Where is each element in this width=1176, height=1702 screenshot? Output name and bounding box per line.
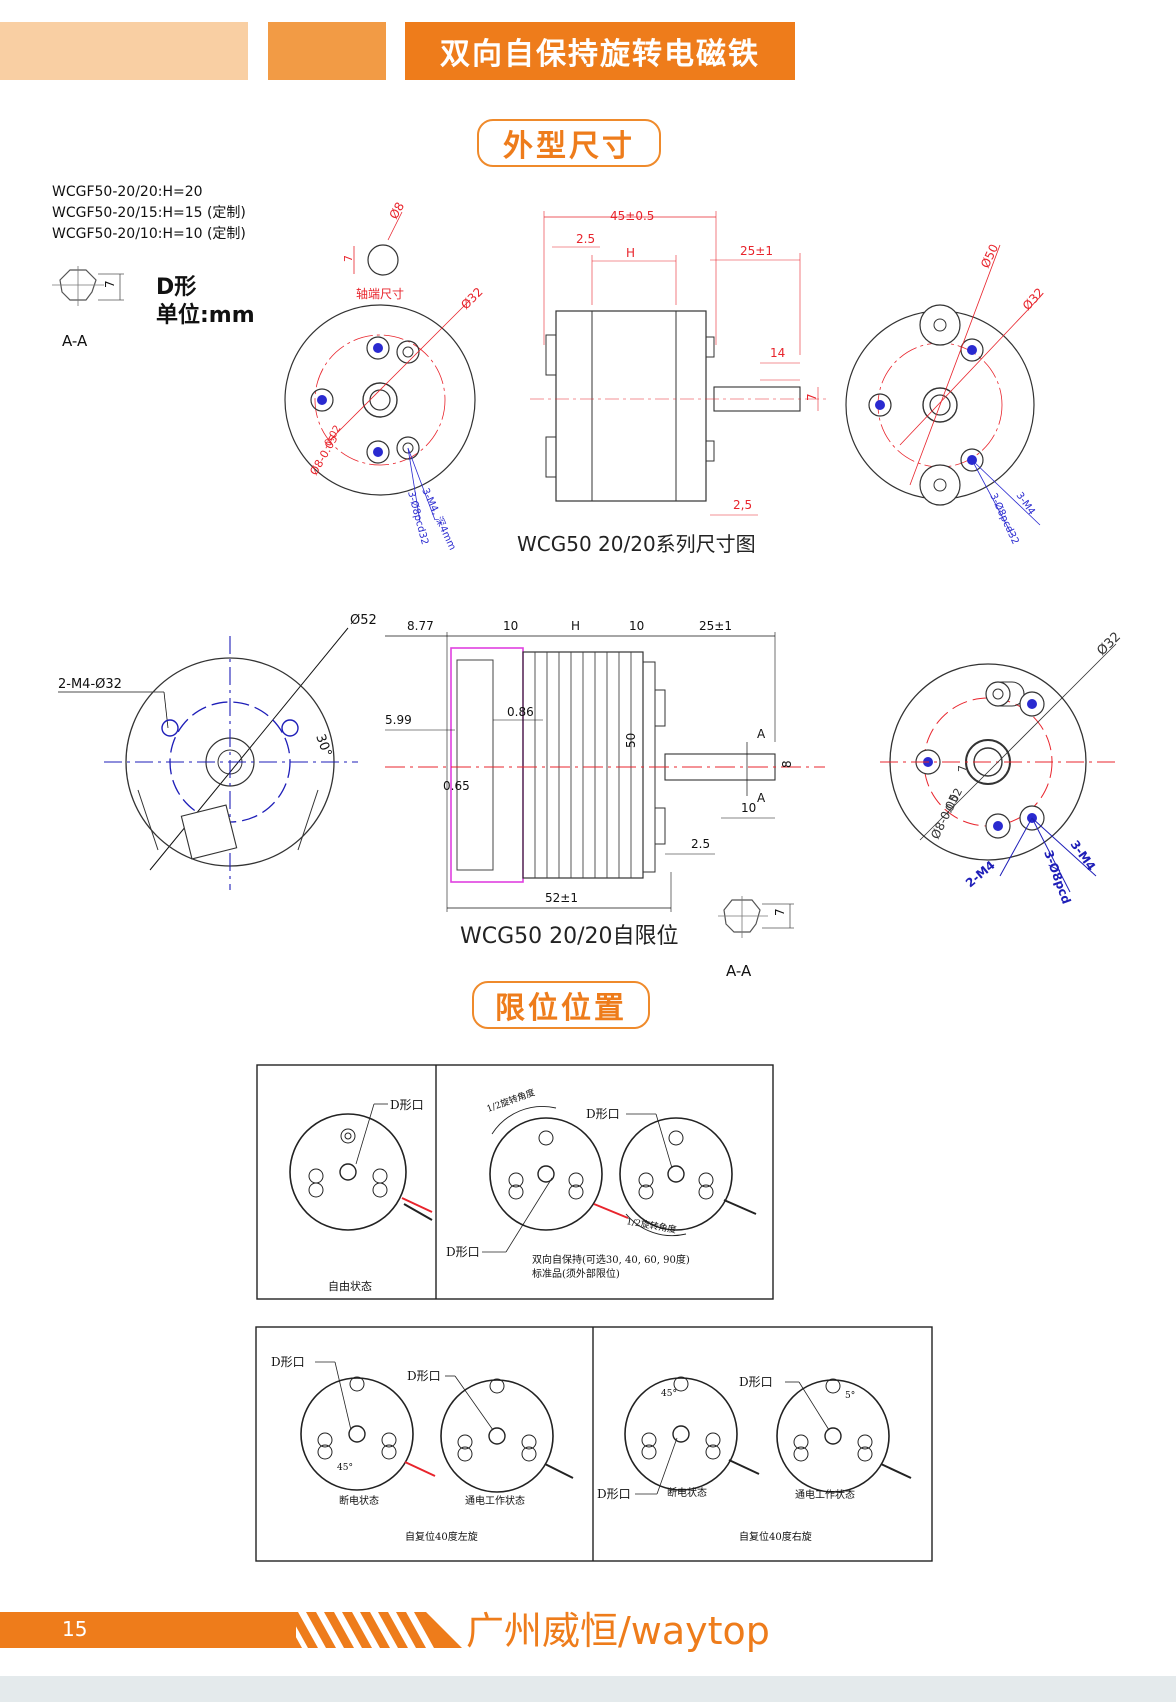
svg-text:A: A [757,791,766,805]
svg-text:2-M4: 2-M4 [963,858,998,890]
svg-text:3-M4: 3-M4 [1068,838,1099,874]
rotor-pair-self-hold: 1/2旋转角度 1/2旋转角度 D形口 D形口 双向自保持(可选30, 40, … [446,1086,757,1280]
d-shape-dim: 7 [103,280,117,288]
svg-text:45°: 45° [661,1389,677,1399]
svg-text:25±1: 25±1 [740,244,773,258]
svg-text:2.5: 2.5 [576,232,595,246]
svg-text:Ø32: Ø32 [1094,629,1124,658]
footer-stripes-decor [266,1612,462,1648]
section-title-limit: 限位位置 [472,981,650,1029]
section-aa-label: A-A [62,332,88,350]
svg-text:双向自保持(可选30, 40, 60, 90度): 双向自保持(可选30, 40, 60, 90度) [532,1253,690,1266]
svg-text:7: 7 [773,908,787,916]
svg-text:自由状态: 自由状态 [328,1279,372,1293]
svg-text:Ø50: Ø50 [978,242,1001,270]
page-number: 15 [62,1617,88,1641]
footer-bar [0,1612,296,1648]
d-shape-section-icon: 7 [52,266,124,306]
svg-text:D形口: D形口 [739,1375,773,1389]
model-item: WCGF50-20/20:H=20 [52,184,203,200]
svg-text:25±1: 25±1 [699,619,732,633]
rotor-left-rotate: 45° D形口 D形口 断电状态 通电工作状态 自复位40度左旋 [271,1355,574,1543]
svg-text:D形口: D形口 [390,1098,424,1112]
svg-text:Ø32: Ø32 [1020,285,1047,313]
limit-panel-top: D形口 自由状态 1/2旋转角度 1/2旋转角度 D形口 D形口 双向自保持(可… [256,1064,774,1300]
svg-text:3-M4: 3-M4 [1014,490,1037,517]
svg-text:2,5: 2,5 [733,498,752,512]
svg-text:标准品(须外部限位): 标准品(须外部限位) [532,1267,620,1280]
page-title: 双向自保持旋转电磁铁 [405,22,795,80]
svg-text:5°: 5° [845,1391,855,1401]
svg-text:3-Ø8pcd: 3-Ø8pcd [1041,848,1073,906]
svg-text:-0.02: -0.02 [321,424,343,452]
drawing1-back-view: Ø50 Ø32 3-Ø8pcd32 3-M4 [845,242,1047,546]
drawing2-side-view: 8.77 10 H 10 25±1 5.99 0.86 0.65 50 A A … [385,619,825,912]
svg-text:H: H [571,619,580,633]
drawing1-front-view: 7 Ø8 轴端尺寸 Ø32 Ø8-0.05 -0.02 3-M4, 深4mm 3… [284,200,486,552]
svg-text:30°: 30° [312,732,334,759]
svg-text:8: 8 [780,760,794,768]
svg-text:D形口: D形口 [407,1369,441,1383]
svg-text:断电状态: 断电状态 [339,1494,379,1507]
drawing2-back-view: Ø32 Ø8-0.05 -0.02 7 2-M4 3-Ø8pcd 3-M4 [880,629,1124,906]
svg-text:通电工作状态: 通电工作状态 [795,1488,855,1501]
svg-text:断电状态: 断电状态 [667,1486,707,1499]
svg-text:8.77: 8.77 [407,619,434,633]
drawing1-caption: WCG50 20/20系列尺寸图 [517,532,756,556]
d-shape-section-icon-2: 7 [718,896,794,938]
svg-text:2.5: 2.5 [691,837,710,851]
header-decor-bar-mid [268,22,386,80]
limit-panel-bottom: 45° D形口 D形口 断电状态 通电工作状态 自复位40度左旋 45° D形口 [255,1326,933,1562]
svg-text:自复位40度右旋: 自复位40度右旋 [739,1530,812,1543]
svg-text:D形口: D形口 [597,1487,631,1501]
svg-text:45°: 45° [337,1463,353,1473]
svg-text:自复位40度左旋: 自复位40度左旋 [405,1530,478,1543]
svg-text:0.65: 0.65 [443,779,470,793]
rotor-right-rotate: 45° D形口 5° D形口 断电状态 通电工作状态 自复位40度右旋 [597,1375,912,1543]
svg-text:7: 7 [342,255,355,262]
svg-text:D形口: D形口 [586,1107,620,1121]
svg-text:A: A [757,727,766,741]
svg-text:10: 10 [741,801,756,815]
svg-text:52±1: 52±1 [545,891,578,905]
section-aa-label-2: A-A [726,962,752,980]
drawing2-caption: WCG50 20/20自限位 [460,924,679,949]
bottom-strip [0,1676,1176,1702]
drawing2-front-view: 2-M4-Ø32 Ø52 30° [58,613,377,890]
svg-text:Ø8: Ø8 [386,200,407,222]
brand-name: 广州威恒/waytop [466,1609,770,1653]
d-shape-label: D形 单位:mm [156,275,255,328]
svg-text:14: 14 [770,346,785,360]
svg-text:2-M4-Ø32: 2-M4-Ø32 [58,677,122,692]
svg-text:7: 7 [956,765,969,772]
svg-text:7: 7 [805,393,819,401]
svg-text:H: H [626,246,635,260]
svg-text:通电工作状态: 通电工作状态 [465,1494,525,1507]
svg-text:10: 10 [629,619,644,633]
svg-text:45±0.5: 45±0.5 [610,209,654,223]
svg-text:50: 50 [624,733,638,748]
header-decor-bar-light [0,22,248,80]
model-list: WCGF50-20/20:H=20 WCGF50-20/15:H=15 (定制)… [52,182,246,245]
svg-text:Ø52: Ø52 [350,613,377,628]
model-item: WCGF50-20/15:H=15 (定制) [52,205,246,221]
svg-text:轴端尺寸: 轴端尺寸 [356,286,404,301]
svg-text:D形口: D形口 [271,1355,305,1369]
rotor-free: D形口 自由状态 [289,1098,433,1293]
svg-text:10: 10 [503,619,518,633]
svg-text:D形口: D形口 [446,1245,480,1259]
drawing1-side-view: 45±0.5 2.5 H 25±1 14 7 2,5 [530,209,830,516]
section-title-dimensions: 外型尺寸 [477,119,661,167]
svg-text:5.99: 5.99 [385,713,412,727]
svg-text:0.86: 0.86 [507,705,534,719]
model-item: WCGF50-20/10:H=10 (定制) [52,226,246,242]
